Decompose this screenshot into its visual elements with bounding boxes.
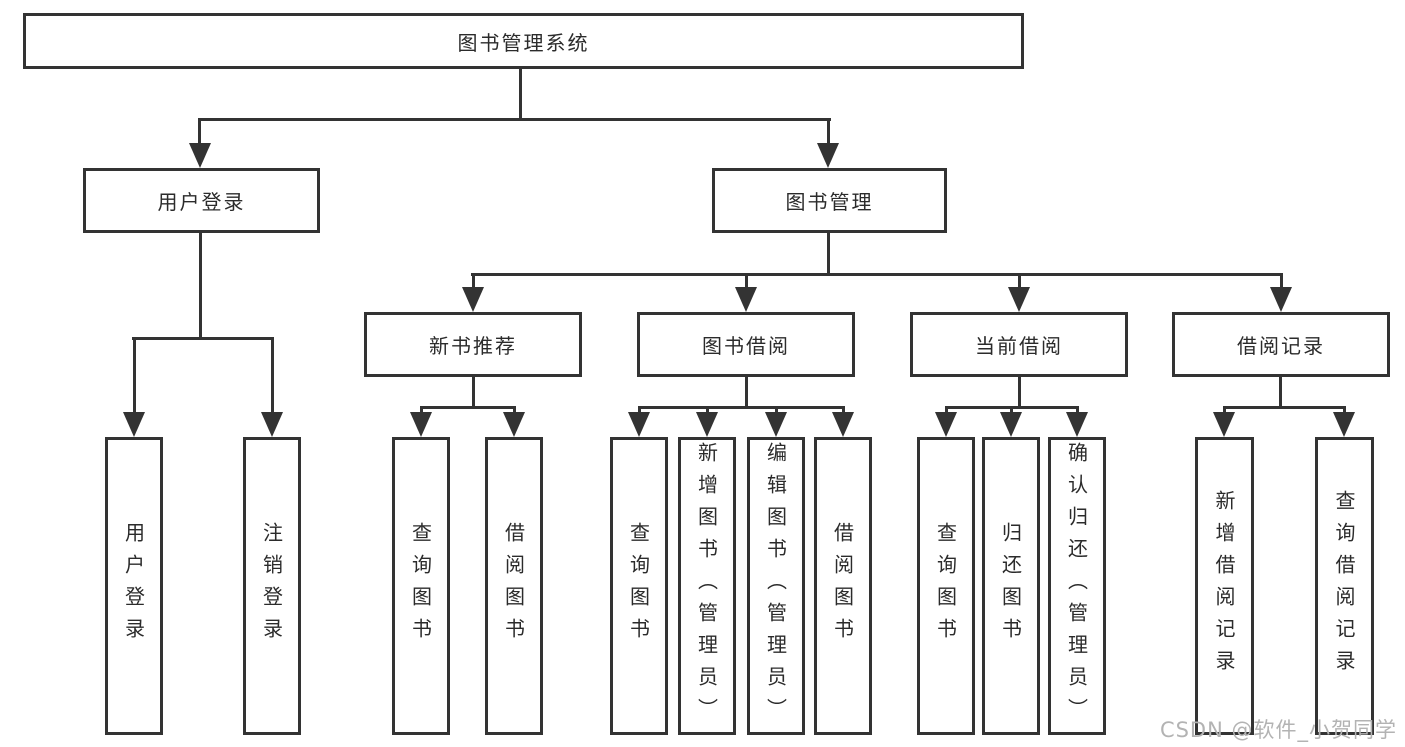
connector-vline	[775, 406, 778, 416]
connector-vline	[1279, 377, 1282, 409]
arrow-down-icon	[123, 412, 145, 437]
node-user-login: 用户登录	[83, 168, 320, 233]
arrow-down-icon	[817, 143, 839, 168]
connector-vline	[706, 406, 709, 416]
connector-vline	[745, 377, 748, 409]
connector-vline	[1076, 406, 1079, 416]
arrow-down-icon	[628, 412, 650, 437]
connector-vline	[519, 68, 522, 120]
connector-vline	[638, 406, 641, 416]
csdn-watermark: CSDN @软件_小贺同学	[1159, 718, 1397, 742]
connector-vline	[133, 337, 136, 415]
arrow-down-icon	[696, 412, 718, 437]
node-new-book-recommend: 新书推荐	[364, 312, 582, 377]
leaf-borrow-query-books: 查询图书	[610, 437, 668, 735]
arrow-down-icon	[261, 412, 283, 437]
connector-hline	[638, 406, 845, 409]
connector-hline	[1223, 406, 1346, 409]
leaf-borrow-borrow-books: 借阅图书	[814, 437, 872, 735]
arrow-down-icon	[189, 143, 211, 168]
node-current-borrow: 当前借阅	[910, 312, 1128, 377]
arrow-down-icon	[1333, 412, 1355, 437]
arrow-down-icon	[832, 412, 854, 437]
arrow-down-icon	[765, 412, 787, 437]
connector-vline	[1280, 273, 1283, 290]
node-borrow-records: 借阅记录	[1172, 312, 1390, 377]
connector-vline	[1018, 377, 1021, 409]
connector-vline	[271, 337, 274, 415]
leaf-current-confirm-return-admin: 确认归还（管理员）	[1048, 437, 1106, 735]
connector-vline	[513, 406, 516, 416]
leaf-recommend-borrow-books: 借阅图书	[485, 437, 543, 735]
connector-vline	[827, 118, 830, 148]
connector-hline	[420, 406, 516, 409]
leaf-current-query-books: 查询图书	[917, 437, 975, 735]
leaf-borrow-add-books-admin: 新增图书（管理员）	[678, 437, 736, 735]
arrow-down-icon	[1066, 412, 1088, 437]
node-book-borrow: 图书借阅	[637, 312, 855, 377]
connector-vline	[827, 233, 830, 276]
arrow-down-icon	[1213, 412, 1235, 437]
arrow-down-icon	[735, 287, 757, 312]
leaf-current-return-books: 归还图书	[982, 437, 1040, 735]
connector-vline	[1018, 273, 1021, 290]
arrow-down-icon	[1270, 287, 1292, 312]
connector-vline	[198, 118, 201, 148]
connector-vline	[472, 273, 475, 290]
leaf-records-add-borrow-record: 新增借阅记录	[1195, 437, 1254, 735]
arrow-down-icon	[410, 412, 432, 437]
connector-vline	[745, 273, 748, 290]
connector-hline	[198, 118, 831, 121]
leaf-borrow-edit-books-admin: 编辑图书（管理员）	[747, 437, 805, 735]
connector-vline	[199, 233, 202, 340]
arrow-down-icon	[1008, 287, 1030, 312]
connector-vline	[945, 406, 948, 416]
connector-vline	[1010, 406, 1013, 416]
arrow-down-icon	[503, 412, 525, 437]
connector-hline	[132, 337, 274, 340]
node-book-management: 图书管理	[712, 168, 947, 233]
leaf-user-login: 用户登录	[105, 437, 163, 735]
leaf-logout-login: 注销登录	[243, 437, 301, 735]
arrow-down-icon	[1000, 412, 1022, 437]
leaf-recommend-query-books: 查询图书	[392, 437, 450, 735]
connector-vline	[472, 377, 475, 409]
arrow-down-icon	[462, 287, 484, 312]
leaf-records-query-borrow-record: 查询借阅记录	[1315, 437, 1374, 735]
arrow-down-icon	[935, 412, 957, 437]
connector-vline	[420, 406, 423, 416]
connector-vline	[1223, 406, 1226, 416]
connector-vline	[1343, 406, 1346, 416]
connector-vline	[842, 406, 845, 416]
node-library-system: 图书管理系统	[23, 13, 1024, 69]
connector-hline	[471, 273, 1282, 276]
